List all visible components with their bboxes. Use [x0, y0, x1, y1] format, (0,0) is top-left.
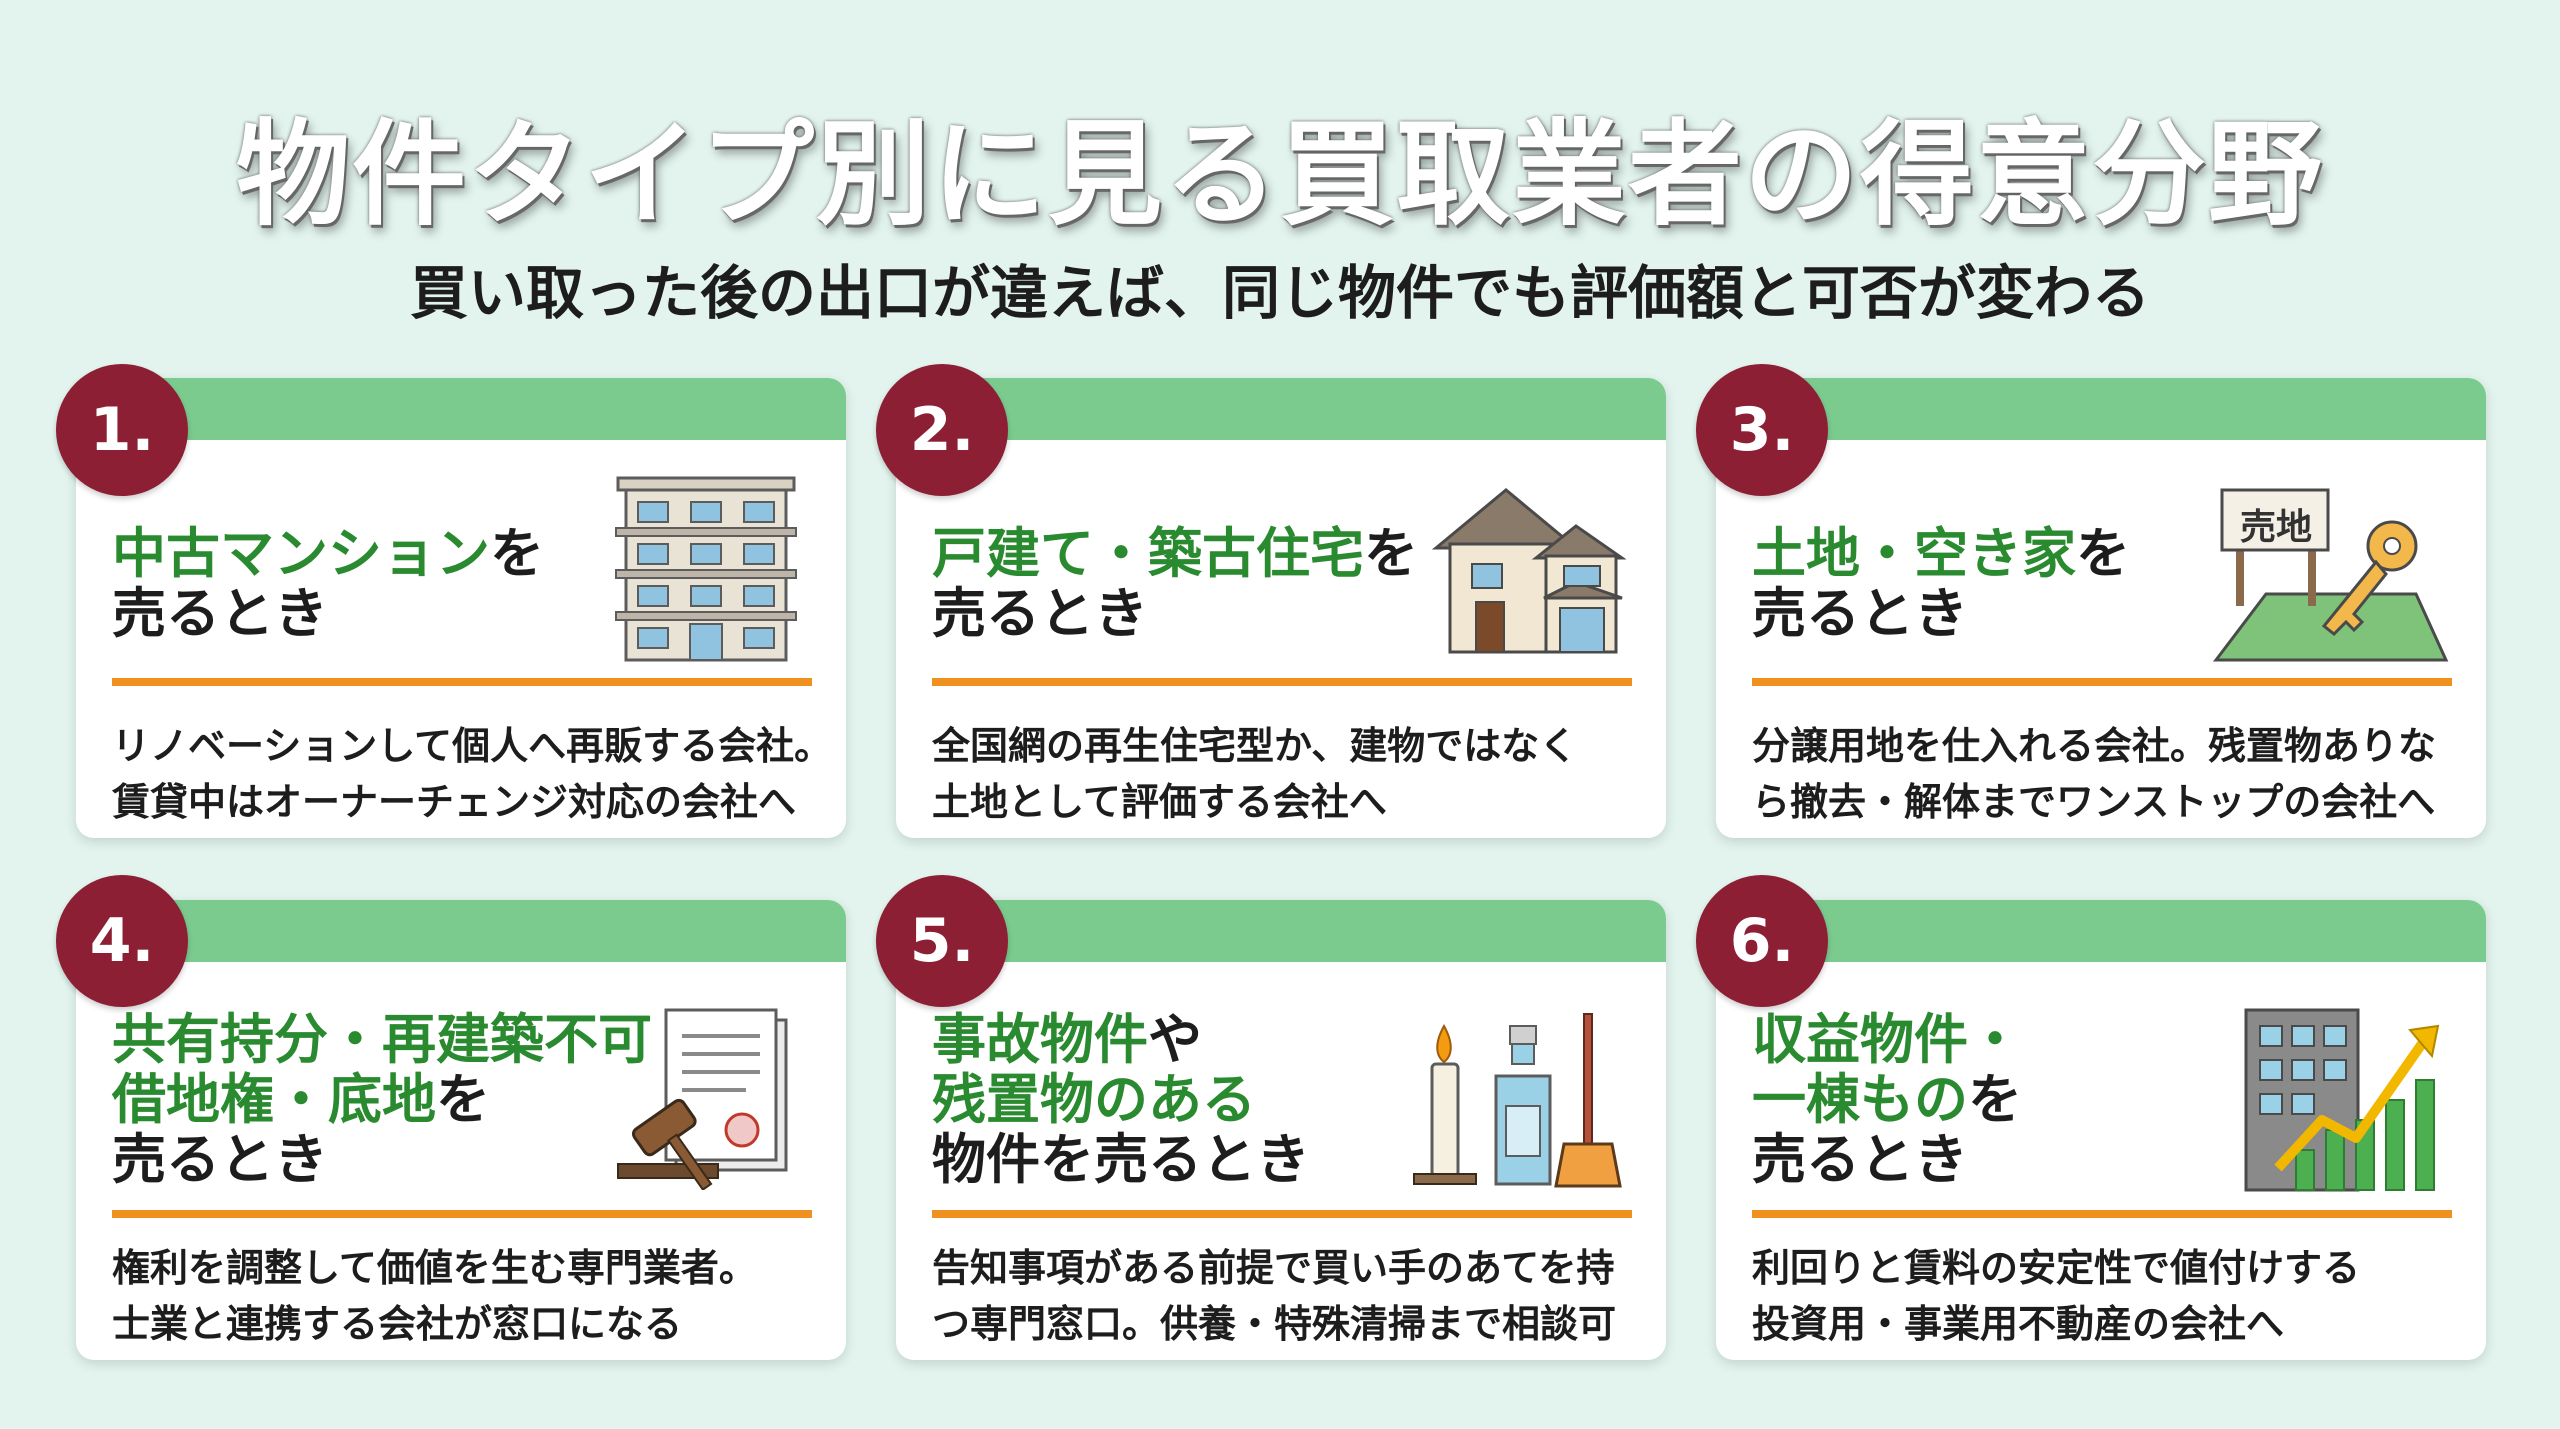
- heading-highlight: 収益物件・: [1752, 1008, 2022, 1071]
- card-number-badge: 2.: [876, 364, 1008, 496]
- heading-highlight: 土地・空き家: [1752, 522, 2076, 585]
- card-description: 権利を調整して価値を生む専門業者。 士業と連携する会社が窓口になる: [112, 1240, 832, 1352]
- heading-highlight: 事故物件: [932, 1008, 1148, 1071]
- heading-tail: や: [1148, 1008, 1202, 1071]
- heading-tail: を: [436, 1068, 490, 1131]
- description-line: 利回りと賃料の安定性で値付けする: [1752, 1246, 2361, 1290]
- heading-line: 売るとき: [112, 1128, 328, 1191]
- description-line: 全国網の再生住宅型か、建物ではなく: [932, 724, 1578, 768]
- description-line: つ専門窓口。供養・特殊清掃まで相談可: [932, 1302, 1617, 1346]
- card-header-band: [896, 378, 1666, 440]
- candle-cleaning-icon: [1413, 1013, 1622, 1188]
- card-divider: [112, 1210, 812, 1218]
- card-divider: [1752, 1210, 2452, 1218]
- page-subtitle: 買い取った後の出口が違えば、同じ物件でも評価額と可否が変わる: [409, 259, 2150, 327]
- card-description: リノベーションして個人へ再販する会社。 賃貸中はオーナーチェンジ対応の会社へ: [112, 718, 832, 830]
- apartment-building-icon: [615, 476, 797, 662]
- card-description: 全国網の再生住宅型か、建物ではなく 土地として評価する会社へ: [932, 718, 1652, 830]
- card-header-band: [1716, 900, 2486, 962]
- card-heading: 事故物件や 残置物のある 物件を売るとき: [932, 1010, 1310, 1190]
- heading-line: 物件を売るとき: [932, 1128, 1310, 1191]
- card-detached-house: 戸建て・築古住宅を 売るとき 全国網の再生住宅型か、建物ではなく 土地として評価…: [896, 378, 1666, 838]
- document-gavel-icon: [617, 1008, 788, 1190]
- card-number-badge: 4.: [56, 875, 188, 1007]
- heading-tail: を: [2076, 522, 2130, 585]
- card-heading: 戸建て・築古住宅を 売るとき: [932, 524, 1418, 644]
- heading-line: 売るとき: [932, 582, 1148, 645]
- land-sign-text: 売地: [2239, 507, 2312, 548]
- heading-tail: を: [1364, 522, 1418, 585]
- heading-tail: を: [490, 522, 544, 585]
- description-line: 賃貸中はオーナーチェンジ対応の会社へ: [112, 780, 797, 824]
- heading-highlight: 残置物のある: [932, 1068, 1256, 1131]
- card-heading: 共有持分・再建築不可・ 借地権・底地を 売るとき: [112, 1010, 706, 1190]
- description-line: 士業と連携する会社が窓口になる: [112, 1302, 683, 1346]
- card-divider: [1752, 678, 2452, 686]
- card-divider: [932, 678, 1632, 686]
- card-number-badge: 1.: [56, 364, 188, 496]
- card-header-band: [76, 378, 846, 440]
- card-number-badge: 5.: [876, 875, 1008, 1007]
- description-line: 分譲用地を仕入れる会社。残置物ありな: [1752, 724, 2437, 768]
- card-divider: [112, 678, 812, 686]
- heading-line: 売るとき: [1752, 1128, 1968, 1191]
- card-heading: 土地・空き家を 売るとき: [1752, 524, 2130, 644]
- card-land-vacant-house: 土地・空き家を 売るとき 売地 分譲用地を仕入れる会社。残置物ありな ら撤去・解…: [1716, 378, 2486, 838]
- card-heading: 中古マンションを 売るとき: [112, 524, 544, 644]
- heading-highlight: 借地権・底地: [112, 1068, 436, 1131]
- card-description: 分譲用地を仕入れる会社。残置物ありな ら撤去・解体までワンストップの会社へ: [1752, 718, 2472, 830]
- description-line: ら撤去・解体までワンストップの会社へ: [1752, 780, 2436, 824]
- description-line: 土地として評価する会社へ: [932, 780, 1387, 824]
- heading-line: 売るとき: [1752, 582, 1968, 645]
- card-number-badge: 6.: [1696, 875, 1828, 1007]
- description-line: 権利を調整して価値を生む専門業者。: [112, 1246, 757, 1290]
- description-line: 投資用・事業用不動産の会社へ: [1752, 1302, 2285, 1346]
- heading-highlight: 戸建て・築古住宅: [932, 522, 1364, 585]
- description-line: リノベーションして個人へ再販する会社。: [112, 724, 833, 768]
- heading-tail: を: [1968, 1068, 2022, 1131]
- card-header-band: [76, 900, 846, 962]
- card-description: 告知事項がある前提で買い手のあてを持 つ専門窓口。供養・特殊清掃まで相談可: [932, 1240, 1652, 1352]
- land-sign-key-icon: 売地: [2196, 484, 2456, 664]
- heading-highlight: 共有持分・再建築不可・: [112, 1008, 706, 1071]
- heading-highlight: 中古マンション: [112, 522, 490, 585]
- page-title: 物件タイプ別に見る買取業者の得意分野: [235, 108, 2324, 241]
- card-header-band: [1716, 378, 2486, 440]
- card-divider: [932, 1210, 1632, 1218]
- building-growth-chart-icon: [2244, 1008, 2440, 1192]
- card-income-property: 収益物件・ 一棟ものを 売るとき 利回りと賃料の安定性で値付けする 投資用・事業…: [1716, 900, 2486, 1360]
- heading-line: 売るとき: [112, 582, 328, 645]
- card-condominium: 中古マンションを 売るとき リノベーションして個人へ再販する会社。 賃貸中はオー…: [76, 378, 846, 838]
- card-header-band: [896, 900, 1666, 962]
- description-line: 告知事項がある前提で買い手のあてを持: [932, 1246, 1615, 1290]
- card-heading: 収益物件・ 一棟ものを 売るとき: [1752, 1010, 2022, 1190]
- card-special-rights: 共有持分・再建築不可・ 借地権・底地を 売るとき 権利を調整して価値を生む専門業…: [76, 900, 846, 1360]
- heading-highlight: 一棟もの: [1752, 1068, 1968, 1131]
- card-description: 利回りと賃料の安定性で値付けする 投資用・事業用不動産の会社へ: [1752, 1240, 2472, 1352]
- house-icon: [1431, 488, 1626, 654]
- card-number-badge: 3.: [1696, 364, 1828, 496]
- card-stigmatized-property: 事故物件や 残置物のある 物件を売るとき 告知事項がある前提で買い手のあてを持 …: [896, 900, 1666, 1360]
